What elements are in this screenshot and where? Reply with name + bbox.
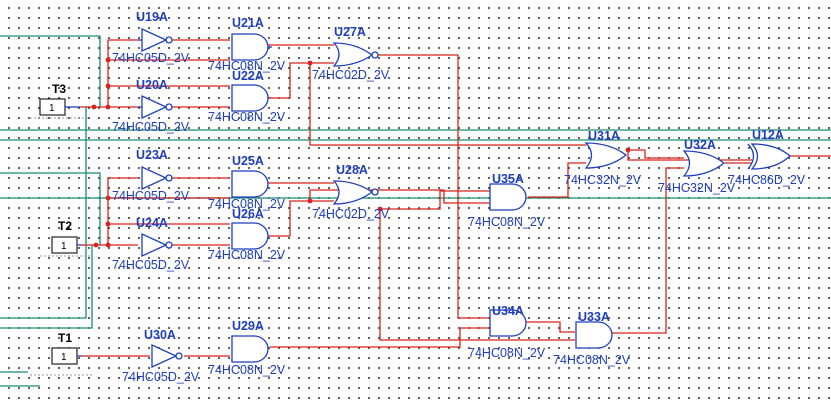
svg-text:74HC05D_2V: 74HC05D_2V [112,258,190,272]
svg-text:U21A: U21A [232,16,264,30]
svg-text:U30A: U30A [144,328,176,342]
svg-text:U19A: U19A [136,10,168,24]
svg-text:U31A: U31A [588,129,620,143]
svg-text:74HC08N_2V: 74HC08N_2V [208,248,286,262]
svg-text:74HC08N_2V: 74HC08N_2V [208,197,286,211]
svg-text:U26A: U26A [232,207,264,221]
svg-text:74HC02D_2V: 74HC02D_2V [312,68,390,82]
svg-text:T1: T1 [58,331,72,345]
svg-text:74HC05D_2V: 74HC05D_2V [112,120,190,134]
svg-text:74HC05D_2V: 74HC05D_2V [112,189,190,203]
svg-text:U20A: U20A [136,78,168,92]
gate-u21[interactable]: U21A 74HC08N_2V [208,16,286,73]
gate-u20[interactable]: U20A 74HC05D_2V [112,78,190,134]
svg-text:U24A: U24A [136,216,168,230]
svg-text:74HC08N_2V: 74HC08N_2V [208,110,286,124]
svg-text:U33A: U33A [578,310,610,324]
svg-text:1: 1 [61,241,67,252]
svg-text:1: 1 [49,103,55,114]
svg-text:U23A: U23A [136,148,168,162]
gate-u19[interactable]: U19A 74HC05D_2V [112,10,190,65]
svg-text:74HC08N_2V: 74HC08N_2V [468,215,546,229]
svg-text:U28A: U28A [336,163,368,177]
svg-text:74HC86D_2V: 74HC86D_2V [728,173,806,187]
svg-text:74HC08N_2V: 74HC08N_2V [468,346,546,360]
svg-text:74HC02D_2V: 74HC02D_2V [312,207,390,221]
svg-text:74HC05D_2V: 74HC05D_2V [112,51,190,65]
gate-u25[interactable]: U25A 74HC08N_2V [208,154,286,211]
svg-text:U32A: U32A [684,138,716,152]
gate-u22[interactable]: U22A 74HC08N_2V [208,69,286,124]
gate-u28[interactable]: U28A 74HC02D_2V [312,163,390,221]
svg-text:74HC32N_2V: 74HC32N_2V [564,173,642,187]
svg-text:1: 1 [61,352,67,363]
gate-u35[interactable]: U35A 74HC08N_2V [468,172,546,229]
gate-u12[interactable]: U12A 74HC86D_2V [728,128,806,187]
gate-u23[interactable]: U23A 74HC05D_2V [112,148,190,203]
gate-u26[interactable]: U26A 74HC08N_2V [208,207,286,262]
gate-u32[interactable]: U32A 74HC32N_2V [658,138,736,195]
svg-text:74HC08N_2V: 74HC08N_2V [208,59,286,73]
svg-text:U29A: U29A [232,319,264,333]
svg-text:U25A: U25A [232,154,264,168]
gate-u34[interactable]: U34A 74HC08N_2V [468,304,546,360]
svg-text:T2: T2 [58,219,72,233]
svg-text:U34A: U34A [492,304,524,318]
input-t1[interactable]: 1 T1 [30,331,92,376]
svg-text:74HC08N_2V: 74HC08N_2V [553,353,631,367]
svg-text:T3: T3 [52,82,66,96]
svg-text:74HC05D_2V: 74HC05D_2V [122,370,200,384]
svg-text:74HC32N_2V: 74HC32N_2V [658,181,736,195]
gate-u31[interactable]: U31A 74HC32N_2V [564,129,642,187]
svg-text:U22A: U22A [232,69,264,83]
bus-wires [0,35,831,387]
input-t3[interactable]: 1 T3 [30,82,88,119]
junctions [91,57,631,248]
gate-u29[interactable]: U29A 74HC08N_2V [208,319,286,377]
gate-u33[interactable]: U33A 74HC08N_2V [553,310,631,367]
input-t2[interactable]: 1 T2 [40,219,92,257]
svg-text:U35A: U35A [492,172,524,186]
svg-text:74HC08N_2V: 74HC08N_2V [208,363,286,377]
gate-u27[interactable]: U27A 74HC02D_2V [312,25,390,82]
gate-u24[interactable]: U24A 74HC05D_2V [112,216,190,272]
svg-text:U27A: U27A [334,25,366,39]
svg-text:U12A: U12A [752,128,784,142]
gate-u30[interactable]: U30A 74HC05D_2V [122,328,200,384]
